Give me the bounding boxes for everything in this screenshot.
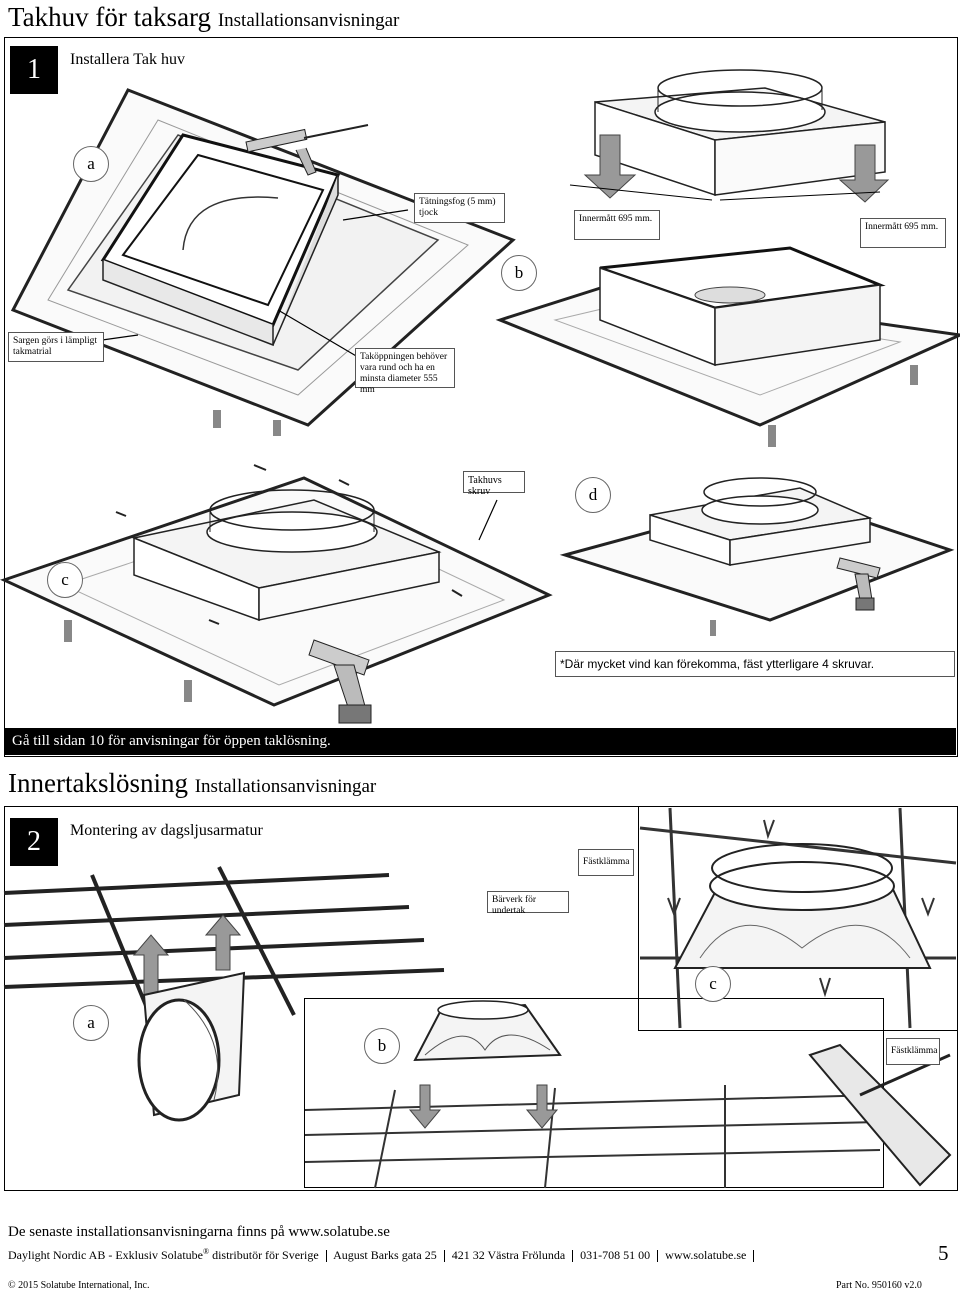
clip-icon: [667, 897, 681, 917]
step-2a-label: a: [73, 1005, 109, 1041]
callout-roof-opening: Taköppningen behöver vara rund och ha en…: [355, 348, 455, 395]
callout-ceiling-frame: Bärverk för undertak: [487, 891, 569, 916]
step-1b-label: b: [501, 255, 537, 291]
callout-curb-material: Sargen görs i lämpligt takmatrial: [8, 332, 104, 362]
clip-icon: [921, 897, 935, 917]
callout-inner-dimension-right: Innermått 695 mm.: [860, 218, 946, 248]
illustration-curb-sealant: [10, 88, 516, 436]
arrow-up-icon: [204, 914, 242, 971]
footer-distributor: distributör för Sverige: [212, 1248, 319, 1262]
footer-web[interactable]: www.solatube.se: [665, 1248, 747, 1262]
section1-title-sub: Installationsanvisningar: [217, 10, 400, 31]
clip-icon: [819, 977, 831, 998]
step-1c-label: c: [47, 562, 83, 598]
step-2-badge: 2: [10, 818, 58, 866]
callout-inner-dimension-left: Innermått 695 mm.: [574, 210, 660, 240]
drill-icon: [308, 639, 372, 724]
illustration-flashing-placement: [495, 69, 960, 447]
section2-title-main: Innertakslösning: [8, 768, 188, 798]
step-1-title: Installera Tak huv: [70, 51, 185, 68]
step-2c-panel: [638, 806, 958, 1031]
section1-title: Takhuv för taksarg Installationsanvisnin…: [8, 2, 399, 36]
illustration-screw-flashing: [0, 464, 553, 724]
footer-postal: 421 32 Västra Frölunda: [451, 1248, 566, 1262]
footer-company: Daylight Nordic AB - Exklusiv Solatube: [8, 1248, 203, 1262]
step-1-badge: 1: [10, 46, 58, 94]
step-2b-label: b: [364, 1028, 400, 1064]
arrow-down-icon: [583, 134, 637, 199]
section2-title-sub: Installationsanvisningar: [194, 776, 377, 797]
caulk-gun-icon: [245, 124, 369, 176]
illustration-ceiling-grid: [3, 866, 445, 1122]
open-ceiling-banner: Gå till sidan 10 för anvisningar för öpp…: [4, 728, 956, 755]
footer-address: August Barks gata 25: [333, 1248, 437, 1262]
footer-distributor-line: Daylight Nordic AB - Exklusiv Solatube® …: [8, 1247, 758, 1263]
drill-icon: [836, 557, 881, 611]
step-2c-label: c: [695, 966, 731, 1002]
footer-latest-instructions: De senaste installationsanvisningarna fi…: [8, 1224, 390, 1240]
footer-phone: 031-708 51 00: [580, 1248, 651, 1262]
callout-clip-top: Fästklämma: [578, 849, 634, 876]
illustration-additional-screws: [559, 477, 955, 636]
section1-title-main: Takhuv för taksarg: [8, 2, 212, 32]
arrow-down-icon: [838, 144, 890, 203]
step-1d-label: d: [575, 477, 611, 513]
wind-note: *Där mycket vind kan förekomma, fäst ytt…: [555, 651, 955, 677]
callout-flashing-screw: Takhuvs skruv: [463, 471, 525, 497]
arrow-down-icon: [408, 1084, 442, 1129]
step-1a-label: a: [73, 146, 109, 182]
illustration-mounting-clip: [639, 807, 957, 1029]
footer-copyright: © 2015 Solatube International, Inc.: [8, 1280, 150, 1291]
page-number: 5: [938, 1241, 949, 1265]
illustration-diffuser-lowering: [304, 1000, 881, 1189]
footer-part-number: Part No. 950160 v2.0: [836, 1280, 922, 1291]
clip-icon: [763, 819, 775, 840]
section2-title: Innertakslösning Installationsanvisninga…: [8, 768, 376, 802]
callout-sealant: Tätningsfog (5 mm) tjock: [414, 193, 505, 223]
step-2-title: Montering av dagsljusarmatur: [70, 822, 263, 839]
section1-frame: [4, 37, 958, 757]
callout-clip-bottom: Fästklämma: [886, 1038, 940, 1065]
footer-registered: ®: [202, 1247, 210, 1256]
arrow-up-icon: [132, 934, 170, 996]
arrow-down-icon: [525, 1084, 559, 1129]
